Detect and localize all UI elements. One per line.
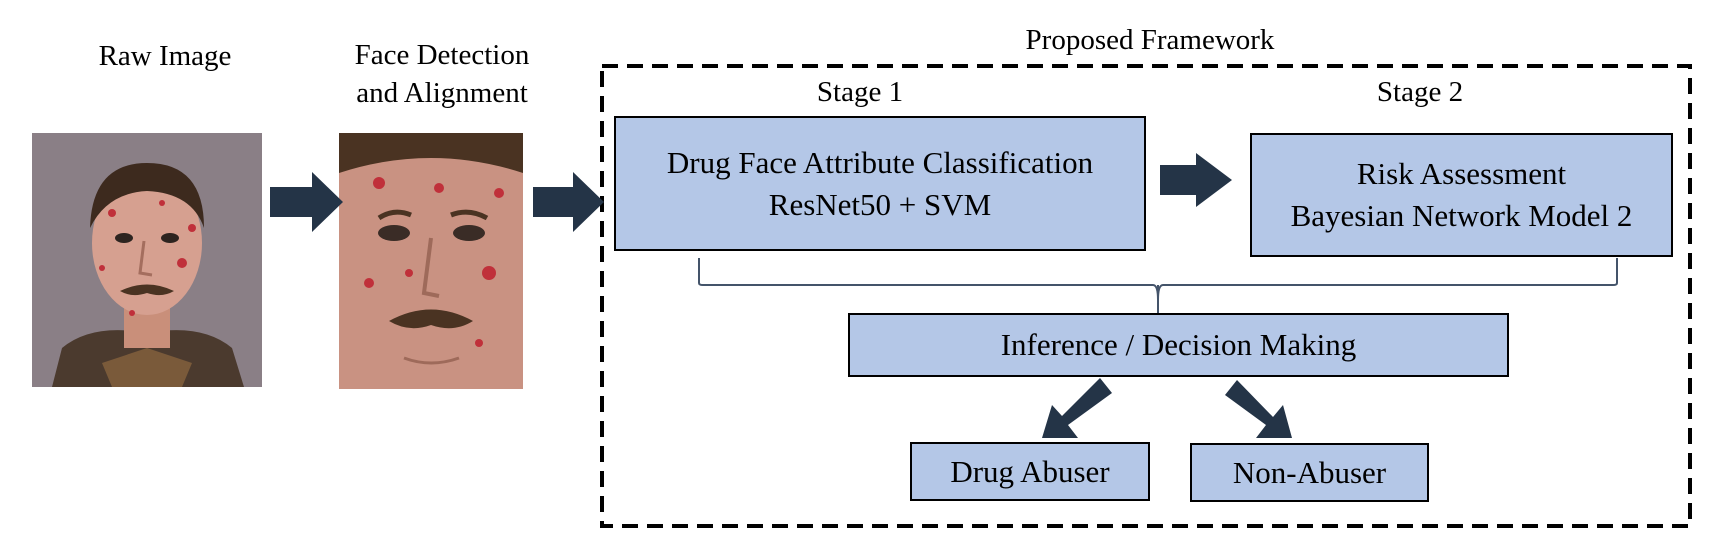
risk-assessment-box: Risk Assessment Bayesian Network Model 2	[1250, 133, 1673, 257]
face-detection-label-line1: Face Detection	[354, 39, 530, 71]
non-abuser-label: Non-Abuser	[1232, 454, 1387, 490]
drug-abuser-box: Drug Abuser	[910, 442, 1150, 501]
classification-box: Drug Face Attribute Classification ResNe…	[614, 116, 1146, 251]
arrow-stage1-to-stage2	[1160, 153, 1232, 207]
raw-face-photo	[32, 133, 262, 387]
risk-line2: Bayesian Network Model 2	[1290, 198, 1633, 233]
framework-dashed-frame	[600, 64, 1692, 528]
classification-line1: Drug Face Attribute Classification	[666, 144, 1094, 180]
stage1-label: Stage 1	[816, 76, 904, 108]
drug-abuser-label: Drug Abuser	[950, 453, 1110, 489]
raw-image-label: Raw Image	[98, 40, 232, 72]
risk-line1: Risk Assessment	[1356, 156, 1567, 192]
face-detection-label-line2: and Alignment	[356, 76, 528, 109]
arrow-aligned-to-framework	[533, 172, 604, 232]
framework-title: Proposed Framework	[1025, 24, 1275, 56]
face-photo-icon	[32, 133, 262, 387]
classification-line2: ResNet50 + SVM	[768, 186, 992, 222]
aligned-face-photo	[339, 133, 523, 389]
face-detection-label: Face Detection and Alignment	[318, 37, 566, 112]
arrow-raw-to-aligned	[270, 172, 343, 232]
arrow-to-non-abuser	[1225, 380, 1292, 438]
stage2-label: Stage 2	[1376, 76, 1464, 108]
aligned-face-photo-icon	[339, 133, 523, 389]
arrow-to-drug-abuser	[1042, 378, 1112, 438]
inference-label: Inference / Decision Making	[1000, 327, 1357, 363]
inference-box: Inference / Decision Making	[848, 313, 1509, 377]
non-abuser-box: Non-Abuser	[1190, 443, 1429, 502]
